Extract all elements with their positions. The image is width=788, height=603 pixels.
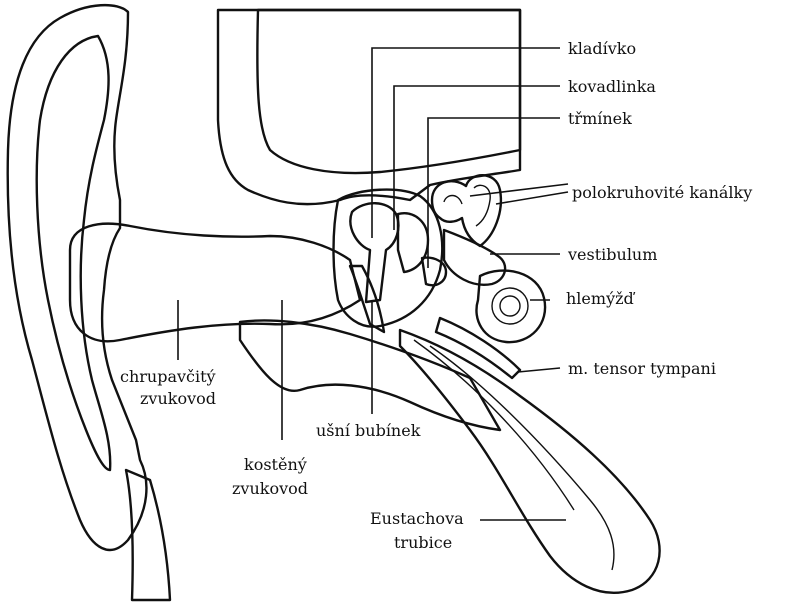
- label-kladivko: kladívko: [568, 39, 636, 58]
- cochlea: [476, 271, 545, 343]
- ossicle-stirrup: [422, 258, 446, 286]
- auricle: [8, 5, 170, 600]
- label-kovadlinka: kovadlinka: [568, 77, 656, 96]
- leader-lines: [178, 48, 568, 520]
- label-usni-bubinek: ušní bubínek: [316, 421, 421, 440]
- label-trminek: třmínek: [568, 109, 632, 128]
- auricle-inner-fold: [37, 36, 110, 470]
- label-kosteny-1: kostěný: [244, 455, 307, 474]
- bone-outer: [218, 10, 520, 204]
- ear-canal: [70, 224, 500, 430]
- canal-bony-lower: [240, 321, 500, 431]
- bone-hatched-cavity: [257, 10, 520, 173]
- label-kosteny-2: zvukovod: [232, 479, 308, 498]
- auricle-outline: [8, 5, 147, 550]
- label-eustachova-2: trubice: [394, 533, 452, 552]
- inner-ear: [432, 175, 545, 342]
- vestibule: [444, 230, 505, 285]
- label-tensor-tympani: m. tensor tympani: [568, 359, 716, 378]
- label-semicircular-canals: polokruhovité kanálky: [572, 183, 752, 202]
- label-hlemyzd: hlemýžď: [566, 289, 636, 308]
- label-chrupavcity-1: chrupavčitý: [120, 367, 216, 386]
- auricle-lobe-stem: [126, 470, 170, 600]
- label-eustachova-1: Eustachova: [370, 509, 464, 528]
- label-vestibulum: vestibulum: [567, 245, 657, 264]
- cochlea-spiral: [492, 288, 528, 324]
- label-chrupavcity-2: zvukovod: [140, 389, 216, 408]
- temporal-bone: [218, 10, 520, 204]
- tube-lumen: [430, 346, 614, 570]
